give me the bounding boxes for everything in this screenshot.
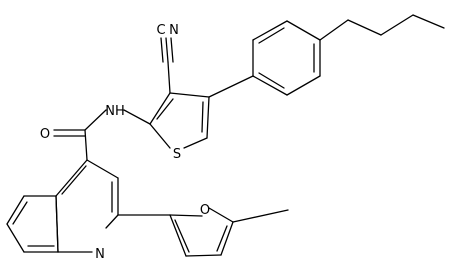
thiophene-ring — [149, 92, 210, 149]
thiophene-sulfur-label: S — [173, 147, 181, 162]
carbonyl-oxygen-label: O — [40, 127, 50, 142]
nitrile-group — [160, 37, 174, 94]
amide-nh-label: NH — [105, 104, 125, 119]
quinoline-nitrogen-label: N — [95, 247, 105, 262]
nitrile-carbon-label: C — [156, 23, 165, 38]
nitrile-nitrogen-label: N — [169, 23, 179, 38]
furan-ring — [169, 207, 234, 257]
benzene-ring — [252, 20, 321, 96]
quinoline-pyridine-ring — [55, 159, 119, 253]
furan-oxygen-label: O — [200, 203, 210, 218]
aryl-thiophene-bond — [208, 75, 254, 98]
quinoline-benzo-ring — [6, 195, 59, 253]
amide-linkage — [53, 109, 151, 161]
butyl-chain — [319, 14, 445, 41]
methyl-group — [232, 209, 289, 223]
